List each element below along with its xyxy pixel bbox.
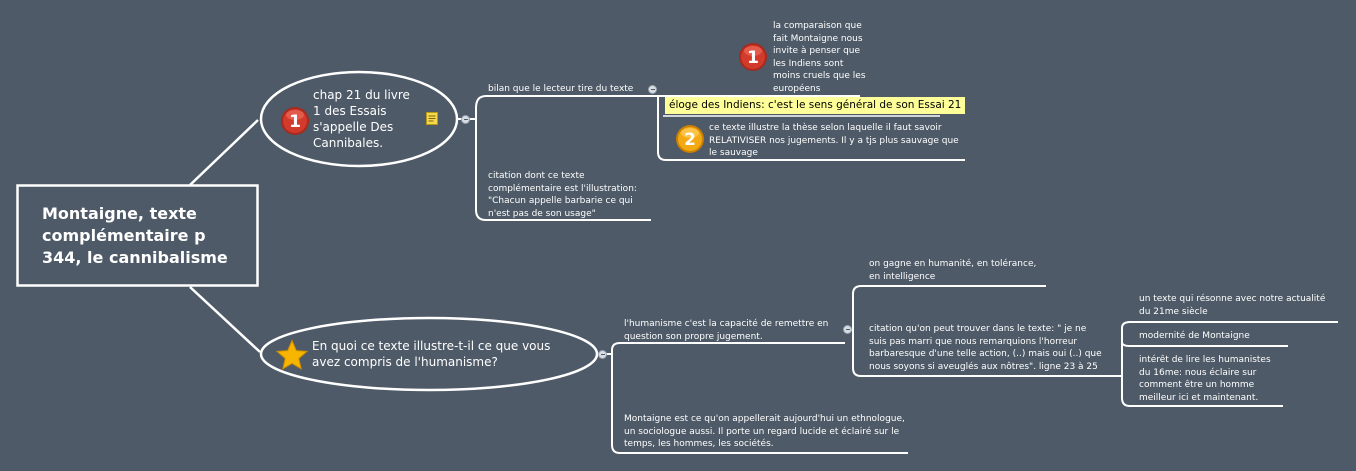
- collapse-bilan-icon[interactable]: [648, 85, 657, 94]
- node-citation[interactable]: citation dont ce texte complémentaire es…: [488, 171, 637, 219]
- node-eloge[interactable]: éloge des Indiens: c'est le sens général…: [665, 97, 966, 114]
- node-comparaison[interactable]: la comparaison que fait Montaigne nous i…: [773, 21, 866, 94]
- node-citation-texte[interactable]: citation qu'on peut trouver dans le text…: [869, 324, 1102, 372]
- branch2-text[interactable]: En quoi ce texte illustre-t-il ce que vo…: [312, 339, 551, 369]
- node-actualite[interactable]: un texte qui résonne avec notre actualit…: [1139, 294, 1326, 317]
- root-topic[interactable]: Montaigne, texte complémentaire p 344, l…: [42, 204, 228, 267]
- root-box: [16, 184, 259, 287]
- node-gagne[interactable]: on gagne en humanité, en tolérance, en i…: [869, 259, 1037, 282]
- collapse-branch2-icon[interactable]: [598, 350, 607, 359]
- node-humanisme[interactable]: l'humanisme c'est la capacité de remettr…: [624, 319, 829, 342]
- node-bilan[interactable]: bilan que le lecteur tire du texte: [488, 84, 634, 94]
- node-ethnologue[interactable]: Montaigne est ce qu'on appellerait aujou…: [624, 414, 905, 449]
- note-icon[interactable]: [426, 112, 438, 125]
- branch1-text[interactable]: chap 21 du livre 1 des Essais s'appelle …: [313, 88, 410, 150]
- priority-1-icon: 1: [281, 107, 309, 135]
- svg-text:1: 1: [289, 112, 301, 132]
- priority-1-icon: 1: [739, 43, 767, 71]
- svg-text:1: 1: [747, 48, 759, 68]
- svg-text:2: 2: [684, 130, 696, 150]
- star-icon: [276, 339, 308, 371]
- collapse-branch1-icon[interactable]: [461, 115, 470, 124]
- collapse-humanisme-icon[interactable]: [843, 325, 852, 334]
- node-interet[interactable]: intérêt de lire les humanistes du 16me: …: [1139, 355, 1271, 403]
- priority-2-icon: 2: [676, 125, 704, 153]
- node-relativiser[interactable]: ce texte illustre la thèse selon laquell…: [709, 123, 959, 158]
- node-modernite[interactable]: modernité de Montaigne: [1139, 331, 1250, 341]
